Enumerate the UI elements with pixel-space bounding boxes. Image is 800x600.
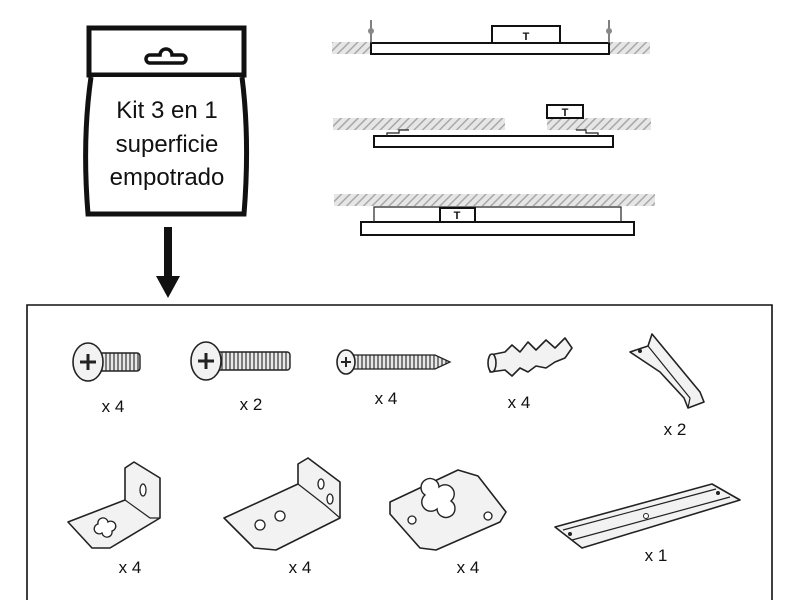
z-bracket: x 2 [629, 333, 705, 439]
quantity-label: x 4 [375, 389, 398, 408]
hang-hole-icon [144, 47, 188, 65]
driver-label: T [454, 210, 461, 222]
mounting-rail: x 1 [554, 483, 741, 565]
surface-frame-mount-diagram: T [334, 194, 655, 236]
keyhole-bracket: x 4 [389, 469, 507, 577]
quantity-label: x 2 [664, 420, 687, 439]
short-screw: x 4 [72, 342, 141, 416]
kit-bag: Kit 3 en 1 superficie empotrado [83, 25, 250, 217]
parts-box [26, 304, 773, 600]
quantity-label: x 4 [289, 558, 312, 577]
driver-label: T [562, 107, 569, 119]
wood-screw: x 4 [336, 349, 452, 408]
kit-title-line-1: Kit 3 en 1 [116, 97, 217, 124]
wall-plug: x 4 [487, 337, 573, 412]
quantity-label: x 1 [645, 546, 668, 565]
l-bracket-wide: x 4 [223, 457, 341, 577]
surface-clip-mount-diagram: T [333, 104, 651, 148]
quantity-label: x 4 [457, 558, 480, 577]
l-bracket-small: x 4 [67, 461, 161, 577]
kit-title-line-2: superficie [116, 131, 219, 158]
recessed-mount-diagram: T [332, 20, 650, 55]
quantity-label: x 4 [508, 393, 531, 412]
down-arrow-icon [156, 227, 180, 298]
quantity-label: x 4 [102, 397, 125, 416]
kit-title-line-3: empotrado [110, 164, 225, 191]
quantity-label: x 2 [240, 395, 263, 414]
driver-label: T [523, 31, 530, 43]
long-screw: x 2 [190, 341, 291, 414]
quantity-label: x 4 [119, 558, 142, 577]
